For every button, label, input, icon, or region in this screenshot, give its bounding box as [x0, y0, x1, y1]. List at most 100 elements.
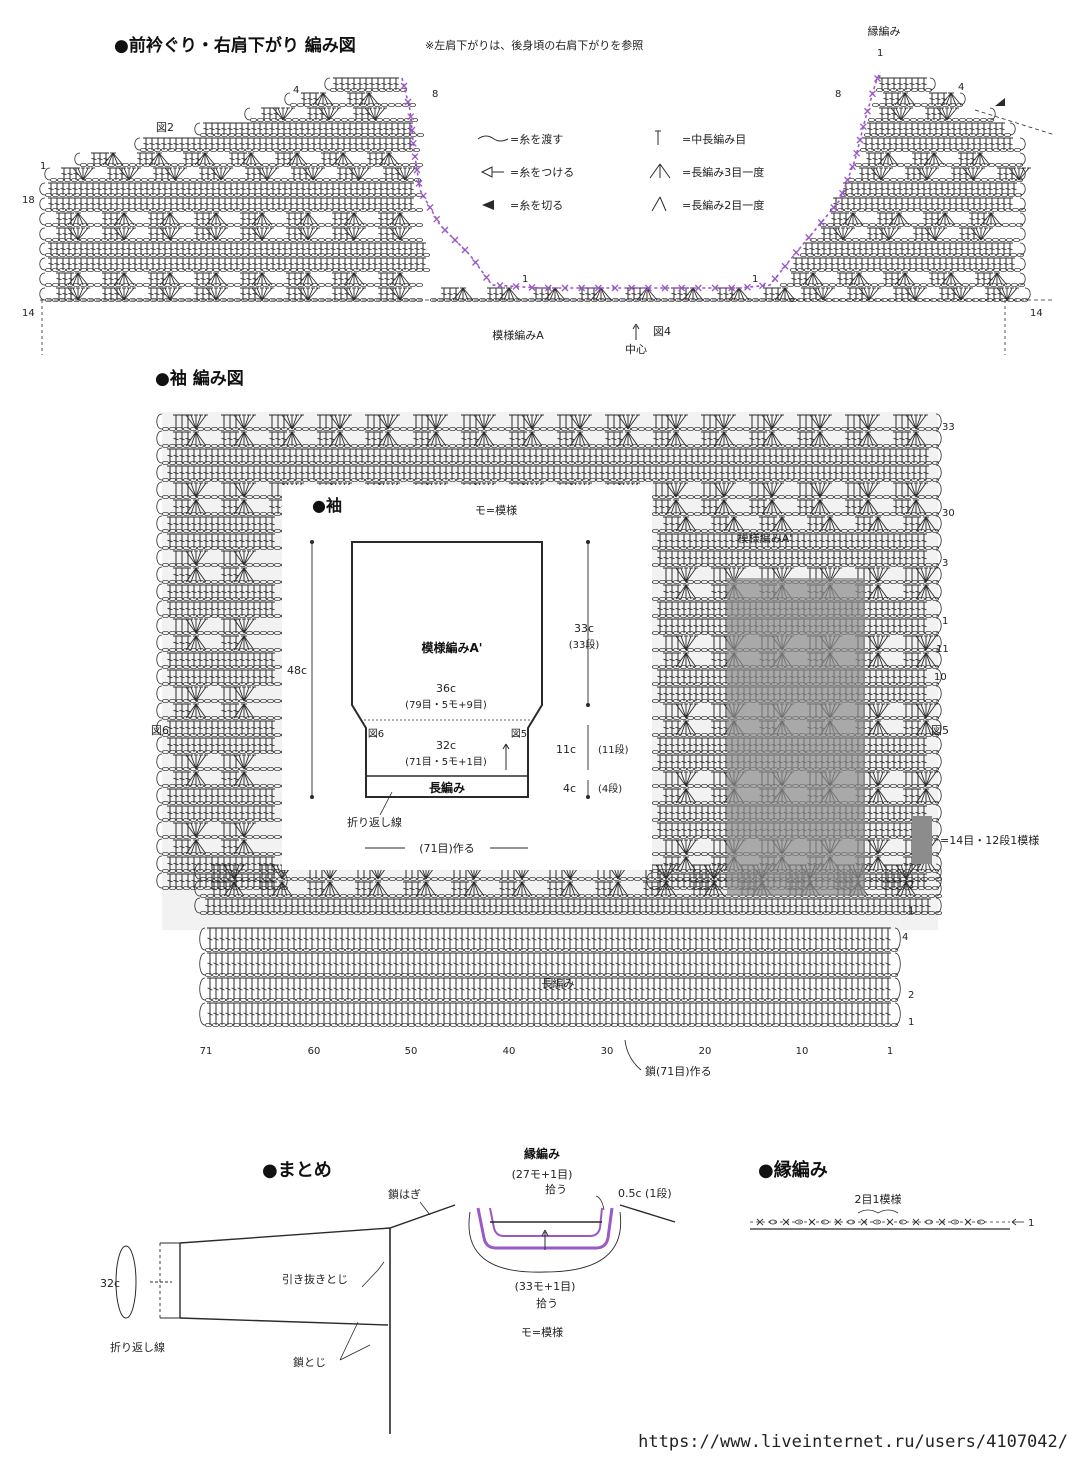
stroke — [154, 277, 160, 281]
stroke — [269, 142, 275, 146]
stroke — [611, 284, 619, 292]
stroke — [366, 262, 372, 266]
chain-stitch — [737, 297, 746, 303]
chain-stitch — [920, 207, 929, 213]
chain-stitch — [329, 177, 338, 183]
legend-text: =長編み3目一度 — [682, 165, 764, 179]
stroke — [348, 212, 355, 226]
stroke — [302, 212, 309, 226]
chain-stitch — [987, 162, 996, 168]
stroke — [915, 127, 921, 131]
stroke — [84, 247, 90, 251]
stroke — [215, 272, 227, 286]
stroke — [827, 232, 833, 236]
stroke — [389, 142, 395, 146]
stroke — [802, 272, 814, 286]
stroke — [222, 262, 228, 266]
chain-stitch — [240, 282, 249, 288]
stroke — [186, 202, 192, 206]
stroke — [971, 202, 977, 206]
chain-stitch — [163, 222, 172, 228]
chain-stitch — [415, 222, 424, 228]
stroke — [228, 202, 234, 206]
chain-stitch — [562, 297, 571, 303]
chain-stitch — [84, 177, 93, 183]
chain-stitch — [932, 252, 941, 258]
stroke — [296, 152, 308, 166]
stroke — [332, 292, 338, 296]
stroke — [868, 287, 875, 301]
chain-stitch — [928, 237, 937, 243]
stroke — [833, 202, 839, 206]
stroke — [330, 247, 336, 251]
stroke — [102, 152, 114, 166]
stroke — [234, 247, 240, 251]
stroke — [924, 227, 936, 241]
stroke — [287, 127, 293, 131]
chain-stitch — [951, 192, 960, 198]
chain-stitch — [56, 177, 65, 183]
chain-stitch — [352, 222, 361, 228]
stroke — [77, 287, 89, 301]
chain-stitch — [560, 443, 569, 449]
stroke — [951, 187, 957, 191]
chain-stitch — [401, 162, 410, 168]
chain-stitch — [392, 426, 401, 432]
stroke — [261, 227, 273, 241]
stroke — [969, 127, 975, 131]
stroke — [1001, 287, 1008, 301]
chain-stitch — [807, 282, 816, 288]
stroke — [250, 152, 257, 166]
stroke — [66, 202, 72, 206]
chain-stitch — [887, 147, 896, 153]
stroke — [102, 277, 108, 281]
stroke — [441, 226, 449, 234]
stroke — [847, 292, 853, 296]
chain-stitch — [350, 443, 359, 449]
stroke — [353, 287, 360, 301]
chain-stitch — [51, 267, 60, 273]
stroke — [873, 187, 879, 191]
stroke — [407, 113, 415, 121]
stroke — [120, 262, 126, 266]
stroke — [911, 172, 917, 176]
chain-stitch — [924, 162, 933, 168]
stroke — [240, 262, 246, 266]
stroke — [970, 157, 976, 161]
stroke — [96, 187, 102, 191]
stroke — [197, 142, 203, 146]
stroke — [353, 212, 365, 226]
stroke — [921, 187, 927, 191]
stroke — [379, 157, 385, 161]
stroke — [307, 212, 319, 226]
stroke — [144, 247, 150, 251]
stroke — [243, 431, 255, 447]
stroke — [158, 152, 170, 166]
chain-stitch — [917, 443, 926, 449]
chain-stitch — [786, 282, 795, 288]
stroke — [286, 414, 293, 430]
stroke — [246, 202, 252, 206]
stroke — [343, 287, 355, 301]
stroke — [420, 247, 426, 251]
stroke — [617, 437, 623, 441]
stroke — [965, 202, 971, 206]
stroke — [842, 212, 854, 226]
stroke — [941, 277, 947, 281]
chain-stitch — [72, 192, 81, 198]
stroke — [159, 272, 171, 286]
stroke — [138, 187, 144, 191]
chain-stitch — [163, 237, 172, 243]
stroke — [899, 247, 905, 251]
stroke — [164, 167, 176, 181]
chain-stitch — [135, 237, 144, 243]
stroke — [936, 107, 948, 121]
stroke — [257, 172, 263, 176]
chain-stitch — [581, 443, 590, 449]
stroke — [368, 92, 375, 106]
stroke — [153, 152, 160, 166]
stroke — [294, 187, 300, 191]
stroke — [935, 202, 941, 206]
chain-stitch — [91, 177, 100, 183]
stroke — [874, 75, 881, 82]
